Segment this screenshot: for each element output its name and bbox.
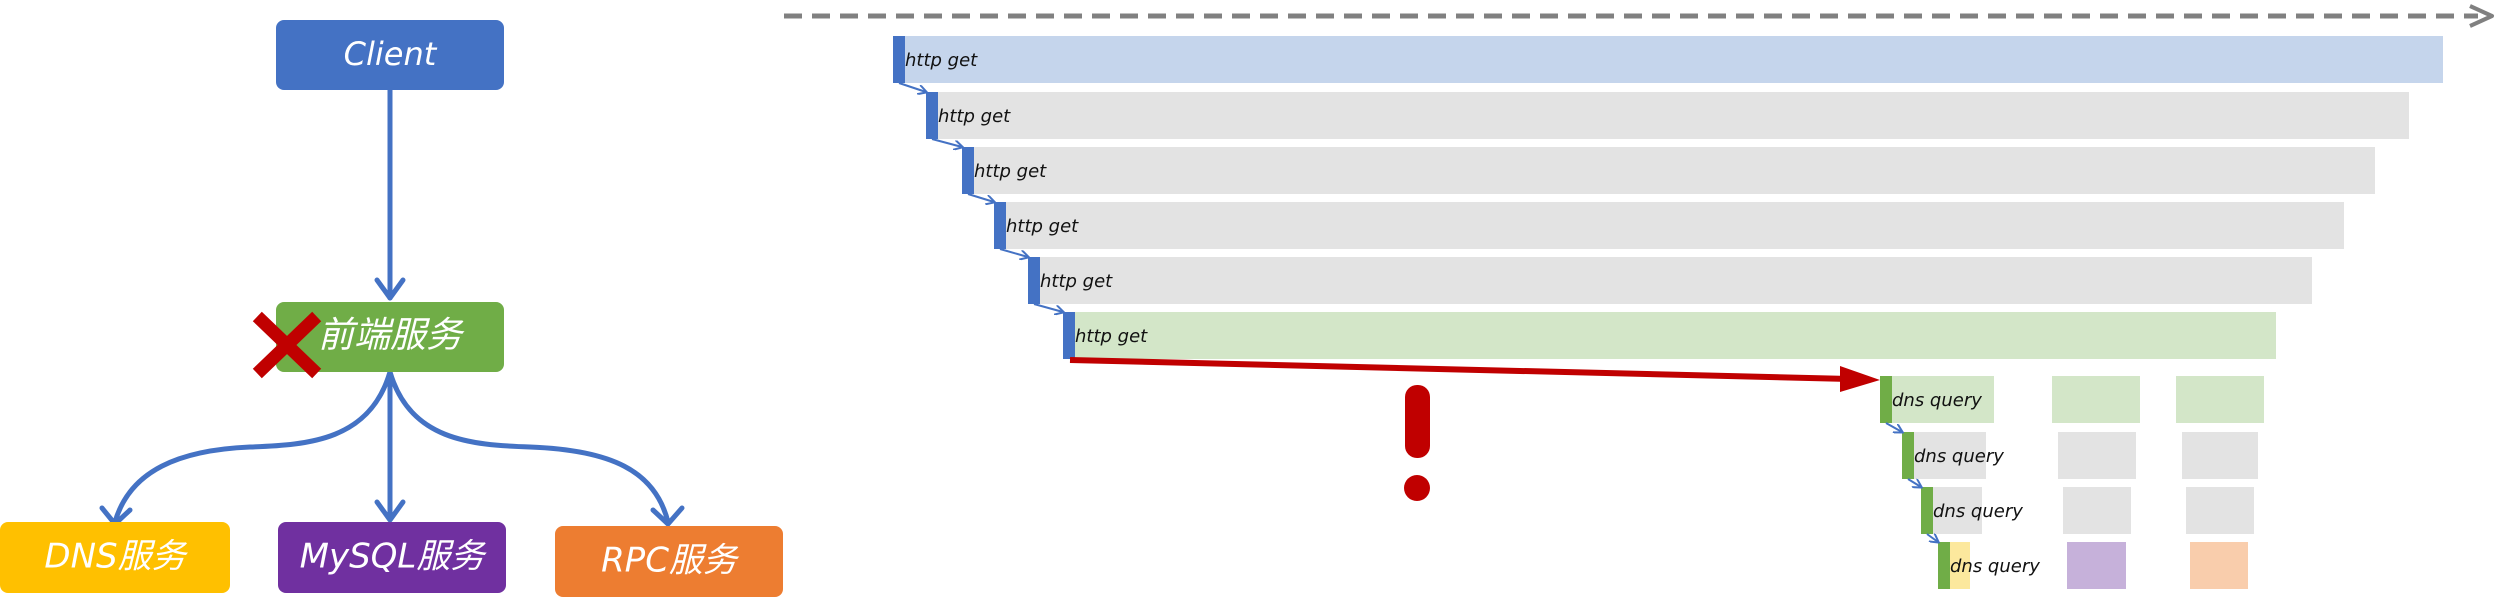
dns-retry-span — [2176, 376, 2264, 423]
http-span-4: http get — [994, 202, 2344, 249]
delay-arrow — [1069, 357, 1880, 392]
dns-retry-span — [2186, 487, 2254, 534]
http-span-label: http get — [905, 50, 978, 71]
trace-waterfall: http get http get http get http get — [784, 4, 2494, 589]
dns-span-label: dns query — [1950, 556, 2040, 577]
edge-frontend-mysql-head — [374, 499, 406, 523]
dns-span-4: dns query — [1938, 542, 2248, 589]
dns-span-2: dns query — [1902, 432, 2258, 479]
dns-span-1: dns query — [1880, 376, 2264, 423]
http-span-label: http get — [1006, 216, 1079, 237]
http-span-1: http get — [893, 36, 2443, 83]
dns-span-label: dns query — [1914, 446, 2004, 467]
http-span-6: http get — [1063, 312, 2276, 359]
frontend-node-label: 前端服务 — [318, 315, 465, 356]
mysql-node: MySQL服务 — [278, 522, 506, 593]
http-span-5: http get — [1028, 257, 2312, 304]
dns-retry-span — [2052, 376, 2140, 423]
http-span-label: http get — [1075, 326, 1148, 347]
frontend-node: 前端服务 — [276, 302, 504, 372]
client-node: Client — [276, 20, 504, 90]
cross-icon — [252, 311, 322, 379]
service-graph: Client 前端服务 DNS服务 MySQL服务 RPC服务 — [0, 20, 783, 597]
exclamation-icon — [1404, 385, 1430, 501]
dns-retry-span — [2067, 542, 2126, 589]
rpc-node: RPC服务 — [555, 526, 783, 597]
edge-frontend-rpc-head — [650, 505, 685, 527]
timeline-arrow-icon — [784, 4, 2494, 28]
edge-client-frontend-head — [374, 277, 406, 301]
client-node-label: Client — [344, 35, 438, 73]
dns-span-3: dns query — [1921, 487, 2254, 534]
http-span-2: http get — [926, 92, 2409, 139]
dns-node-label: DNS服务 — [44, 537, 188, 577]
edge-frontend-dns — [112, 369, 393, 525]
dns-retry-span — [2182, 432, 2258, 479]
dns-node: DNS服务 — [0, 522, 230, 593]
dns-retry-span — [2063, 487, 2131, 534]
dns-span-connectors — [1885, 422, 1938, 542]
http-span-connectors — [898, 82, 1063, 312]
rpc-node-label: RPC服务 — [601, 541, 740, 581]
dns-span-label: dns query — [1933, 501, 2023, 522]
mysql-node-label: MySQL服务 — [300, 537, 488, 577]
dns-span-label: dns query — [1892, 390, 1982, 411]
dns-retry-span — [2058, 432, 2136, 479]
http-span-label: http get — [974, 161, 1047, 182]
edge-frontend-rpc — [387, 369, 671, 525]
http-span-label: http get — [1040, 271, 1113, 292]
dns-retry-span — [2190, 542, 2248, 589]
http-span-3: http get — [962, 147, 2375, 194]
http-span-label: http get — [938, 106, 1011, 127]
